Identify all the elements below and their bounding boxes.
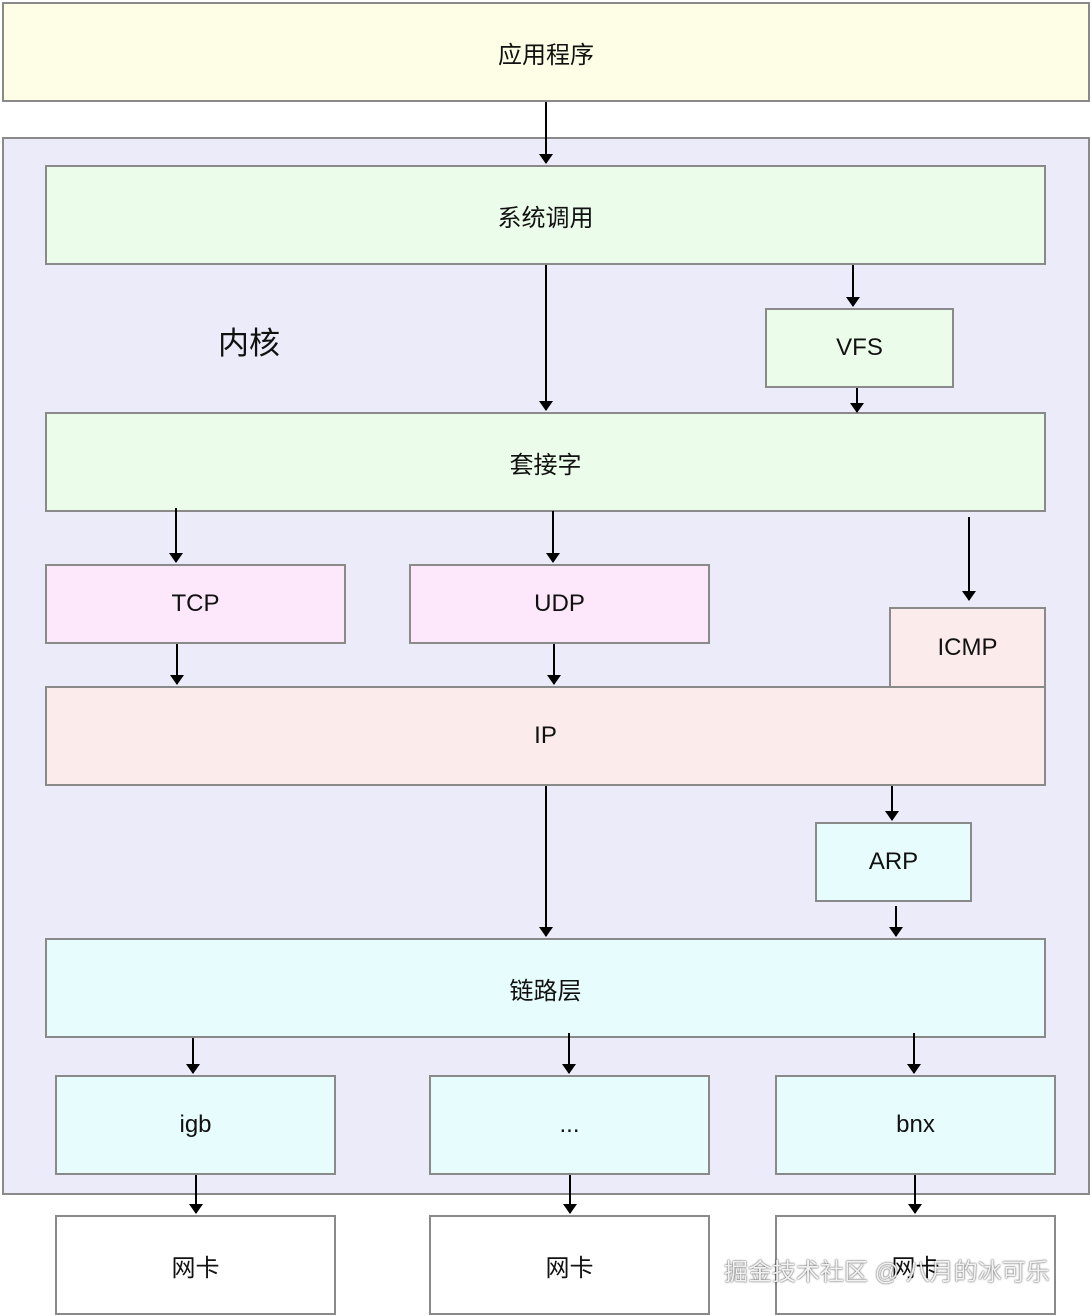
- driver-igb-box: igb: [55, 1075, 336, 1175]
- nic-2-label: 网卡: [545, 1254, 594, 1282]
- driver-bnx-label: bnx: [896, 1111, 935, 1138]
- nic-2-box: 网卡: [429, 1215, 710, 1315]
- app-layer-box: 应用程序: [2, 2, 1090, 102]
- icmp-label: ICMP: [937, 633, 998, 661]
- vfs-label: VFS: [836, 334, 883, 361]
- nic-3-label: 网卡: [891, 1254, 940, 1282]
- link-layer-box: 链路层: [45, 938, 1046, 1038]
- driver-igb-label: igb: [179, 1111, 212, 1138]
- ip-label: IP: [534, 722, 557, 749]
- tcp-box: TCP: [45, 564, 346, 644]
- tcp-label: TCP: [171, 590, 220, 617]
- arp-label: ARP: [868, 848, 919, 875]
- udp-box: UDP: [409, 564, 710, 644]
- kernel-label: 内核: [218, 326, 280, 361]
- nic-1-box: 网卡: [55, 1215, 336, 1315]
- driver-ellipsis-label: ...: [559, 1111, 580, 1138]
- nic-3-box: 网卡: [775, 1215, 1056, 1315]
- nic-1-label: 网卡: [171, 1254, 220, 1282]
- watermark: 掘金技术社区 @ 八月的冰可乐: [724, 1259, 1050, 1286]
- socket-box: 套接字: [45, 412, 1046, 512]
- syscall-label: 系统调用: [497, 204, 594, 232]
- driver-ellipsis-box: ...: [429, 1075, 710, 1175]
- vfs-box: VFS: [765, 308, 954, 388]
- driver-bnx-box: bnx: [775, 1075, 1056, 1175]
- ip-box: IP: [45, 686, 1046, 786]
- link-layer-label: 链路层: [509, 977, 582, 1005]
- udp-label: UDP: [534, 590, 585, 617]
- app-layer-label: 应用程序: [498, 41, 594, 69]
- syscall-box: 系统调用: [45, 165, 1046, 265]
- socket-label: 套接字: [509, 451, 582, 479]
- icmp-box: ICMP: [889, 607, 1046, 688]
- arp-box: ARP: [815, 822, 972, 902]
